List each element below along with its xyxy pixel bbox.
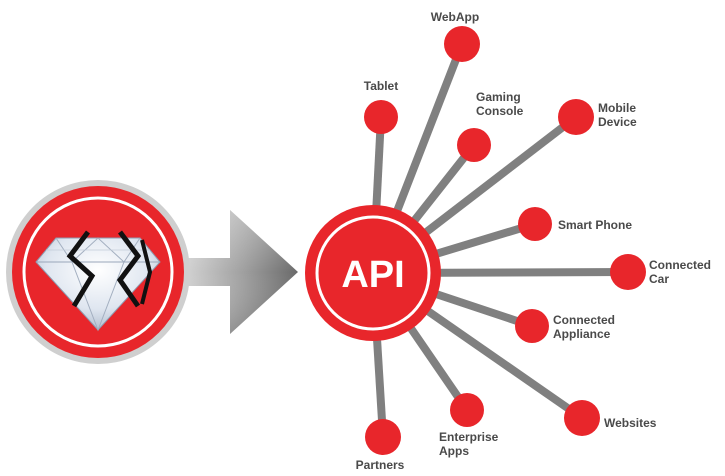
label-line: Connected: [649, 258, 711, 272]
label-line: Apps: [439, 444, 469, 458]
node-partners: [365, 419, 401, 455]
label-line: Console: [476, 104, 524, 118]
node-gaming-console: [457, 128, 491, 162]
label-line: Smart Phone: [558, 218, 632, 232]
label-websites: Websites: [604, 416, 657, 430]
code-brackets-icon: [66, 230, 153, 308]
label-line: Appliance: [553, 327, 611, 341]
label-webapp: WebApp: [431, 10, 479, 24]
label-tablet: Tablet: [364, 79, 398, 93]
flow-arrow-icon: [188, 210, 298, 334]
label-line: Enterprise: [439, 430, 499, 444]
label-line: Car: [649, 272, 669, 286]
node-enterprise-apps: [450, 393, 484, 427]
label-line: WebApp: [431, 10, 479, 24]
node-connected-car: [610, 254, 646, 290]
label-line: Device: [598, 115, 637, 129]
source-node: [6, 180, 190, 364]
label-line: Tablet: [364, 79, 398, 93]
node-smart-phone: [518, 207, 552, 241]
label-line: Connected: [553, 313, 615, 327]
label-line: Mobile: [598, 101, 636, 115]
node-webapp: [444, 26, 480, 62]
label-partners: Partners: [356, 458, 405, 472]
label-line: Gaming: [476, 90, 521, 104]
label-smart-phone: Smart Phone: [558, 218, 632, 232]
label-line: Websites: [604, 416, 657, 430]
node-mobile-device: [558, 99, 594, 135]
api-hub: API: [305, 205, 441, 341]
diamond-icon: [35, 237, 161, 332]
label-line: Partners: [356, 458, 405, 472]
api-hub-label: API: [341, 254, 404, 296]
node-connected-appliance: [515, 309, 549, 343]
node-websites: [564, 400, 600, 436]
node-tablet: [364, 100, 398, 134]
